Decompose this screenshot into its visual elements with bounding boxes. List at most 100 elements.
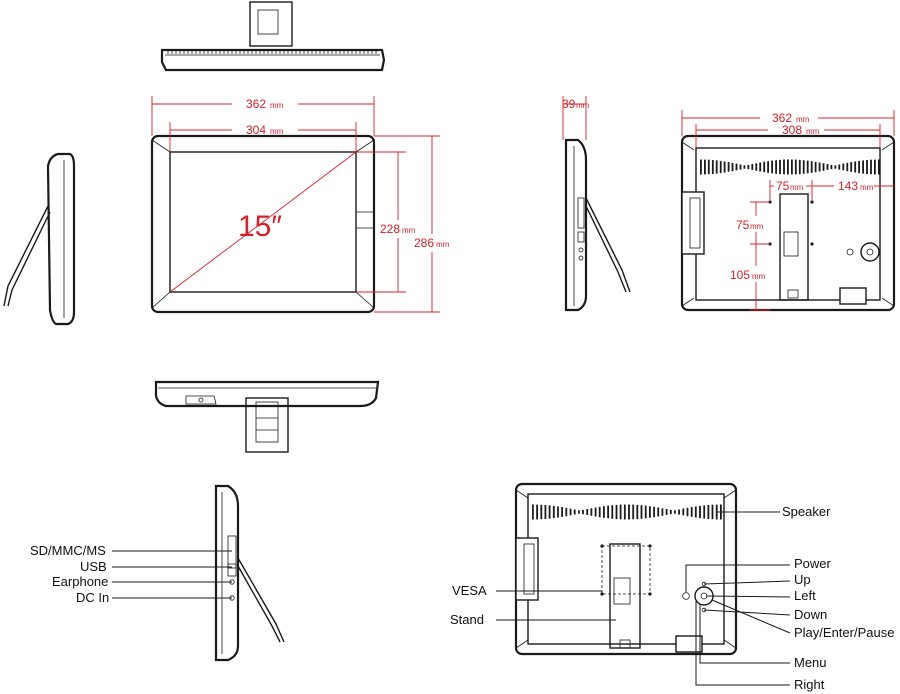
labeled-side-card-slot: [227, 535, 237, 569]
dim-unit: mm: [752, 272, 766, 281]
label-down: Down: [794, 607, 827, 622]
right-side-card-slot: [577, 197, 585, 229]
speaker-slot: [707, 505, 710, 519]
top-view-body: [160, 48, 386, 72]
labeled-back-speaker-grille: [532, 504, 722, 520]
speaker-slot: [711, 160, 714, 174]
speaker-slot: [700, 159, 702, 175]
speaker-slot: [802, 160, 805, 174]
speaker-slot: [723, 161, 726, 173]
speaker-slot: [870, 159, 872, 175]
speaker-slot: [615, 504, 618, 520]
front-corner-bl: [151, 291, 171, 309]
label-menu: Menu: [794, 655, 827, 670]
left-side-body: [46, 152, 76, 326]
dim-unit: mm: [750, 222, 764, 231]
dim-back-right-offset: 143: [838, 179, 858, 193]
speaker-slot: [544, 505, 547, 519]
back-corner-tl: [681, 141, 695, 151]
speaker-slot: [787, 159, 789, 175]
leader-up: [703, 580, 791, 585]
left-side-stand: [3, 205, 49, 307]
dim-unit: mm: [402, 226, 416, 235]
front-screen: [169, 151, 357, 293]
speaker-slot: [678, 509, 680, 515]
labeled-back-view: VESA Stand Speaker Power Up Left Down Pl…: [450, 482, 894, 692]
speaker-slot: [636, 504, 639, 520]
right-side-stand: [585, 197, 631, 293]
right-side-body: [564, 138, 588, 312]
speaker-slot: [699, 505, 701, 519]
speaker-slot: [532, 504, 534, 520]
speaker-slot: [747, 164, 750, 170]
back-stand: [779, 193, 809, 301]
dim-back-vesa-v: 75: [736, 218, 750, 232]
back-power-button: [846, 248, 854, 256]
speaker-slot: [763, 161, 766, 173]
speaker-slot: [743, 165, 746, 169]
speaker-slot: [767, 161, 769, 173]
speaker-slot: [552, 505, 555, 519]
dim-side-depth: 39: [562, 97, 576, 111]
back-view: 362 mm 308 mm 75 mm 143 mm 75 mm 105 mm: [680, 110, 896, 312]
labeled-side-stand-inner: [237, 565, 281, 643]
speaker-slot: [810, 161, 813, 173]
labeled-back-corner: [723, 489, 737, 499]
dim-front-outer-height: 286: [414, 236, 434, 250]
labeled-back-stand-clip: [613, 577, 631, 605]
label-up: Up: [794, 572, 811, 587]
speaker-slot: [806, 160, 809, 174]
speaker-slot: [540, 504, 543, 520]
speaker-slot: [874, 159, 876, 175]
speaker-slot: [669, 509, 672, 515]
speaker-slot: [814, 161, 817, 173]
front-corner-br: [355, 291, 375, 309]
dim-unit: mm: [796, 115, 810, 124]
dim-unit: mm: [270, 101, 284, 110]
speaker-slot: [582, 509, 584, 515]
speaker-slot: [586, 509, 589, 515]
speaker-slot: [598, 506, 601, 518]
speaker-slot: [850, 162, 853, 172]
right-side-view: 39 mm: [562, 96, 631, 312]
speaker-slot: [594, 507, 597, 517]
dim-unit: mm: [436, 240, 450, 249]
speaker-slot: [735, 163, 738, 171]
speaker-slot: [703, 505, 706, 519]
labeled-back-vesa-hole: [600, 592, 604, 596]
speaker-slot: [798, 159, 801, 175]
speaker-slot: [628, 504, 630, 520]
speaker-slot: [731, 162, 734, 172]
labeled-back-corner: [515, 489, 529, 499]
back-corner-br: [881, 297, 895, 307]
leader-down: [703, 609, 791, 616]
back-stand-clip: [783, 231, 799, 257]
speaker-slot: [838, 164, 841, 170]
back-corner-bl: [681, 297, 695, 307]
speaker-slot: [739, 164, 742, 170]
back-vesa-hole: [810, 242, 814, 246]
speaker-slot: [719, 160, 722, 174]
speaker-slot: [644, 505, 647, 519]
labeled-side-body: [214, 484, 240, 662]
bottom-view-port: [185, 395, 217, 405]
speaker-slot: [858, 160, 860, 174]
labeled-back-vesa-hole: [600, 544, 604, 548]
back-dpad: [860, 242, 880, 262]
speaker-slot: [862, 160, 864, 174]
leader-right: [695, 600, 790, 686]
back-vesa-hole: [810, 200, 814, 204]
speaker-slot: [715, 160, 718, 174]
speaker-slot: [548, 505, 551, 519]
speaker-slot: [834, 165, 837, 169]
speaker-slot: [665, 509, 668, 515]
speaker-slot: [690, 507, 693, 517]
speaker-slot: [686, 507, 689, 517]
front-diagonal-line: [169, 151, 357, 293]
labeled-back-power-button: [682, 592, 690, 600]
speaker-slot: [878, 159, 880, 175]
label-left: Left: [794, 588, 816, 603]
back-stand-foot: [787, 289, 799, 299]
right-side-stand-inner: [585, 205, 627, 293]
